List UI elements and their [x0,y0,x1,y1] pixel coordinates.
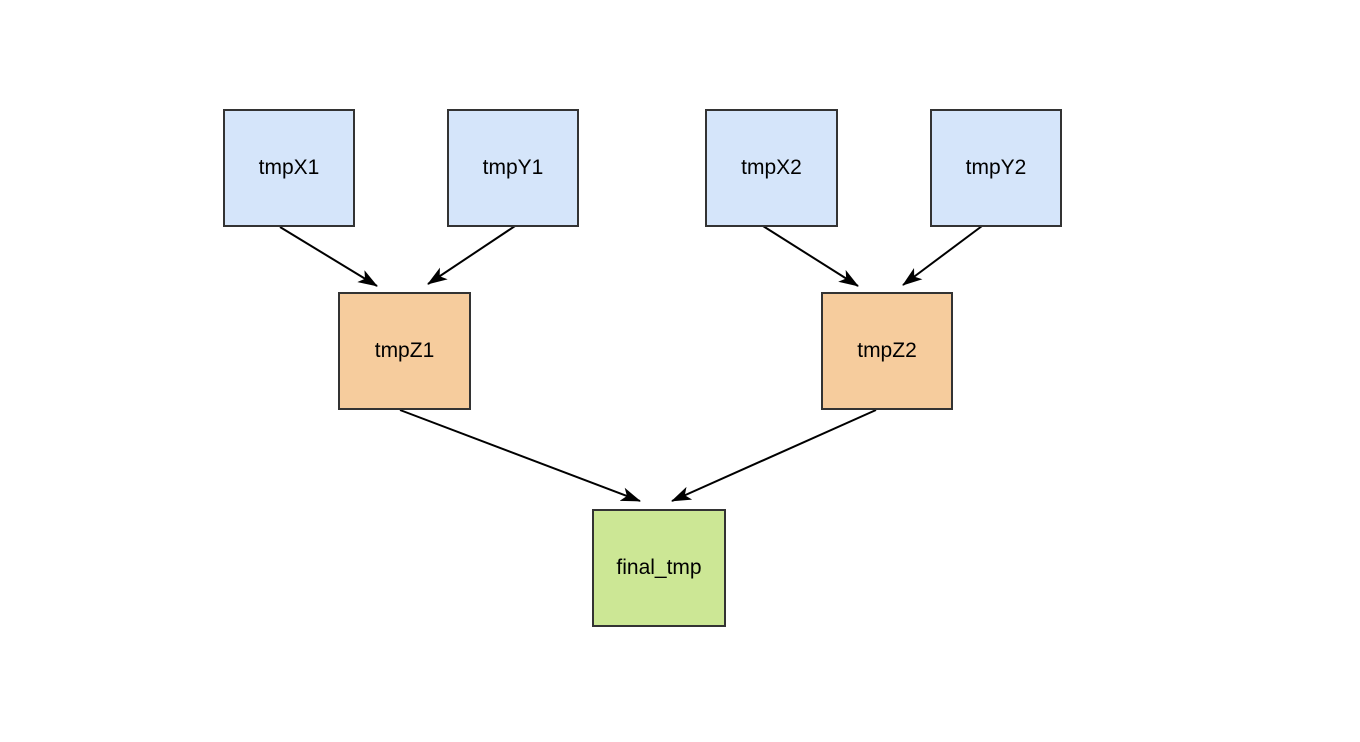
node-final_tmp-label: final_tmp [616,556,702,579]
node-final_tmp[interactable]: final_tmp [592,509,726,627]
edge-tmpY1-tmpZ1[interactable] [427,225,516,285]
node-tmpY2[interactable]: tmpY2 [930,109,1062,227]
node-tmpX2[interactable]: tmpX2 [705,109,838,227]
edge-tmpY2-tmpZ2[interactable] [902,225,983,286]
edge-tmpZ1-final_tmp[interactable] [399,409,641,502]
edge-tmpX2-tmpZ2[interactable] [762,225,859,287]
node-tmpX1[interactable]: tmpX1 [223,109,355,227]
edge-tmpX1-tmpZ1[interactable] [279,226,378,287]
node-tmpX2-label: tmpX2 [741,156,802,179]
node-tmpZ1-label: tmpZ1 [374,339,435,362]
node-tmpZ2[interactable]: tmpZ2 [821,292,953,410]
node-tmpZ2-label: tmpZ2 [857,339,917,362]
node-tmpY1-label: tmpY1 [482,156,544,179]
node-tmpX1-label: tmpX1 [258,156,320,179]
node-tmpY1[interactable]: tmpY1 [447,109,579,227]
node-tmpY2-label: tmpY2 [965,156,1027,179]
edge-tmpZ2-final_tmp[interactable] [671,409,877,502]
node-tmpZ1[interactable]: tmpZ1 [338,292,471,410]
